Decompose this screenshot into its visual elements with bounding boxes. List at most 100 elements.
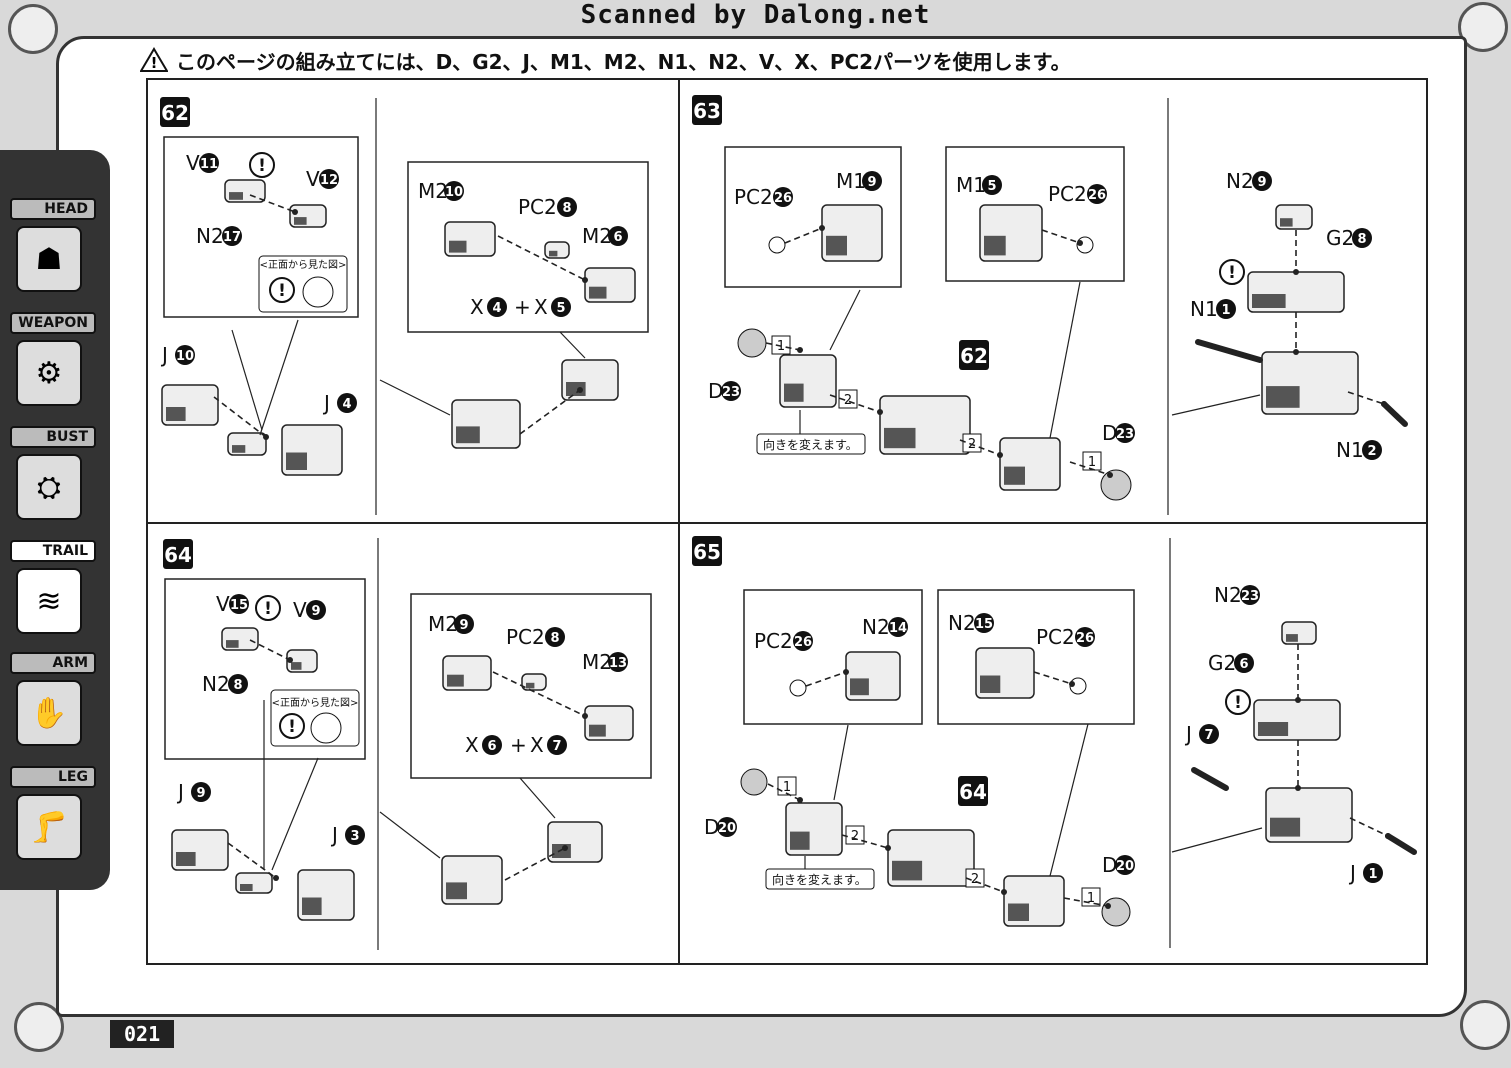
step-number: 62 <box>960 344 988 368</box>
part-number-badge <box>1075 627 1095 647</box>
part-label: X <box>530 733 544 757</box>
part-label: M2 <box>582 224 612 248</box>
part-label: PC2 <box>734 185 773 209</box>
tail-icon: ≋ <box>16 568 82 634</box>
part-label: N2 <box>196 224 224 248</box>
arrow-head <box>1105 903 1111 909</box>
part-number-badge <box>1234 653 1254 673</box>
part-number-text: 1 <box>1221 303 1230 318</box>
part-number-badge <box>337 393 357 413</box>
sidebar-tab-arm[interactable]: ARM ✋ <box>10 652 96 746</box>
part-number-text: 8 <box>233 678 242 693</box>
corner-bolt-icon <box>14 1002 64 1052</box>
leader-line <box>379 811 441 859</box>
detail-inset <box>164 578 366 760</box>
assembly-arrow <box>1041 229 1081 244</box>
callout-number: 1 <box>1087 891 1095 906</box>
part-number-badge <box>1115 423 1135 443</box>
part-detail <box>449 240 467 253</box>
part-number-badge <box>1352 228 1372 248</box>
caution-icon <box>249 152 275 178</box>
grid-divider <box>148 522 1426 524</box>
assembly-arrow <box>767 783 801 801</box>
part-number-text: 7 <box>1204 728 1213 743</box>
part-number-badge <box>1252 171 1272 191</box>
leader-line <box>833 724 849 801</box>
part-label: V <box>216 592 230 616</box>
part-label: X <box>465 733 479 757</box>
part-label: V <box>293 598 307 622</box>
part-number-text: 26 <box>774 191 792 206</box>
leader-line <box>1049 723 1089 877</box>
caution-mark: ! <box>258 156 266 176</box>
part-number-badge <box>547 735 567 755</box>
parts-notice-text: このページの組み立てには、D、G2、J、M1、M2、N1、N2、V、X、PC2パ… <box>176 49 1071 74</box>
part-number-text: 5 <box>556 301 565 316</box>
part-number-text: 23 <box>1116 427 1134 442</box>
detail-inset <box>945 146 1125 282</box>
detail-inset <box>937 589 1135 725</box>
caution-mark: ! <box>264 599 272 619</box>
note-box <box>756 433 866 455</box>
front-view-box <box>270 689 360 747</box>
callout-box <box>838 389 858 409</box>
arrow-head <box>1293 269 1299 275</box>
part-detail <box>447 674 464 687</box>
sidebar-tab-bust[interactable]: BUST ⛭ <box>10 426 96 520</box>
part-number-text: 20 <box>1116 859 1134 874</box>
part-detail <box>884 427 916 449</box>
arrow-head <box>1295 697 1301 703</box>
part-number-badge <box>1363 863 1383 883</box>
assembly-arrow <box>1069 461 1111 476</box>
part-label: N2 <box>202 672 230 696</box>
part-detail <box>1270 817 1301 837</box>
part-number-badge <box>551 297 571 317</box>
part-number-text: 9 <box>1257 175 1266 190</box>
sidebar-tab-trail[interactable]: TRAIL ≋ <box>10 540 96 634</box>
part-label: J <box>176 780 184 804</box>
part-number-text: 11 <box>200 157 218 172</box>
part-number-badge <box>717 817 737 837</box>
part-ring <box>789 679 807 697</box>
part-number-text: 8 <box>1357 232 1366 247</box>
part-number-badge <box>199 153 219 173</box>
part-detail <box>294 217 307 225</box>
part-number-badge <box>773 187 793 207</box>
step-number-box <box>163 539 193 569</box>
sidebar-tab-leg[interactable]: LEG 🦵 <box>10 766 96 860</box>
section-sidebar: HEAD ☗ WEAPON ⚙ BUST ⛭ TRAIL ≋ ARM ✋ LEG… <box>0 150 110 890</box>
part-detail <box>850 678 869 696</box>
part-detail <box>302 897 322 915</box>
parts-notice: ! このページの組み立てには、D、G2、J、M1、M2、N1、N2、V、X、PC… <box>140 45 1071 75</box>
step-number: 65 <box>693 540 721 564</box>
instruction-grid <box>146 78 1428 965</box>
leader-line <box>559 331 586 359</box>
arrow-head <box>273 875 279 881</box>
detail-inset <box>743 589 923 725</box>
part-number-text: 9 <box>459 618 468 633</box>
part-label: M1 <box>956 173 986 197</box>
part-number-badge <box>557 197 577 217</box>
detail-inset <box>407 161 649 333</box>
part-label: N2 <box>1214 583 1242 607</box>
part-label: J <box>1348 861 1356 885</box>
part-detail <box>826 235 847 256</box>
sidebar-tab-label: BUST <box>10 426 96 448</box>
arrow-head <box>1385 833 1391 839</box>
washer-part <box>1101 897 1131 927</box>
callout-number: 1 <box>1088 455 1096 470</box>
part-ring <box>768 236 786 254</box>
part-detail <box>589 286 607 299</box>
callout-box <box>845 825 865 845</box>
part-detail <box>1008 903 1029 921</box>
arrow-head <box>1107 472 1113 478</box>
part-number-text: 2 <box>1367 444 1376 459</box>
sidebar-tab-weapon[interactable]: WEAPON ⚙ <box>10 312 96 406</box>
assembly-arrow <box>965 877 1005 893</box>
part-label: PC2 <box>1036 625 1075 649</box>
grid-divider <box>678 80 680 963</box>
part-detail <box>446 882 467 900</box>
part-number-badge <box>222 226 242 246</box>
sidebar-tab-head[interactable]: HEAD ☗ <box>10 198 96 292</box>
